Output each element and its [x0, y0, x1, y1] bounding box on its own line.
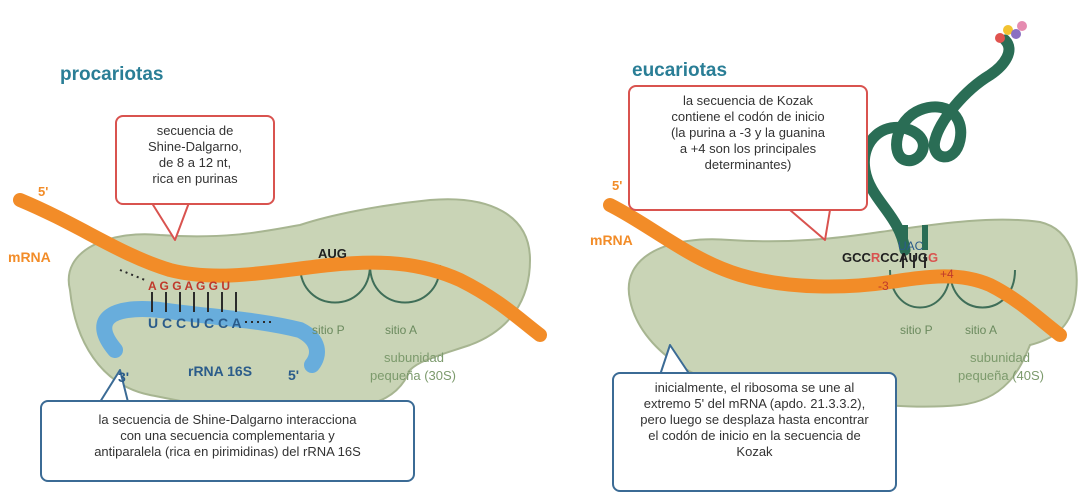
mrna-label-left: mRNA: [8, 249, 51, 265]
site-a-label-right: sitio A: [965, 323, 997, 337]
kozak-guanine: G: [928, 250, 938, 265]
mrna-5prime-right: 5': [612, 178, 622, 193]
title-eucariotas: eucariotas: [632, 60, 727, 82]
shine-dalgarno-seq: A G G A G G U: [148, 279, 230, 293]
subunit-label-right-1: subunidad: [970, 350, 1030, 365]
site-a-label-left: sitio A: [385, 323, 417, 337]
callout-ribosome-scanning: inicialmente, el ribosoma se une al extr…: [612, 372, 897, 492]
rrna-complement-seq: U C C U C C A: [148, 315, 242, 331]
mrna-5prime-left: 5': [38, 184, 48, 199]
site-p-label-left: sitio P: [312, 323, 345, 337]
mrna-label-right: mRNA: [590, 232, 633, 248]
amino-acid-bead: [995, 33, 1005, 43]
kozak-part-gcc: GCC: [842, 250, 872, 265]
subunit-label-left-1: subunidad: [384, 350, 444, 365]
kozak-sequence: GCCRCCAUGG: [842, 250, 938, 265]
rrna-5prime: 5': [288, 367, 299, 383]
rrna-16s-label: rRNA 16S: [188, 363, 252, 379]
subunit-label-right-2: pequeña (40S): [958, 368, 1044, 383]
position-minus3: -3: [878, 279, 889, 293]
callout-pointer-right: [790, 210, 830, 240]
site-p-label-right: sitio P: [900, 323, 933, 337]
trna-initiator: [864, 40, 1009, 250]
amino-acid-bead: [1011, 29, 1021, 39]
kozak-part-ccaug: CCAUG: [880, 250, 928, 265]
subunit-label-left-2: pequeña (30S): [370, 368, 456, 383]
callout-sd-interaction: la secuencia de Shine-Dalgarno interacci…: [40, 400, 415, 482]
amino-acid-bead: [1017, 21, 1027, 31]
callout-kozak: la secuencia de Kozak contiene el codón …: [628, 85, 868, 211]
callout-shine-dalgarno: secuencia de Shine-Dalgarno, de 8 a 12 n…: [115, 115, 275, 205]
title-procariotas: procariotas: [60, 64, 163, 86]
rrna-3prime: 3': [118, 369, 129, 385]
position-plus4: +4: [940, 267, 954, 281]
codon-aug-left: AUG: [318, 246, 347, 261]
